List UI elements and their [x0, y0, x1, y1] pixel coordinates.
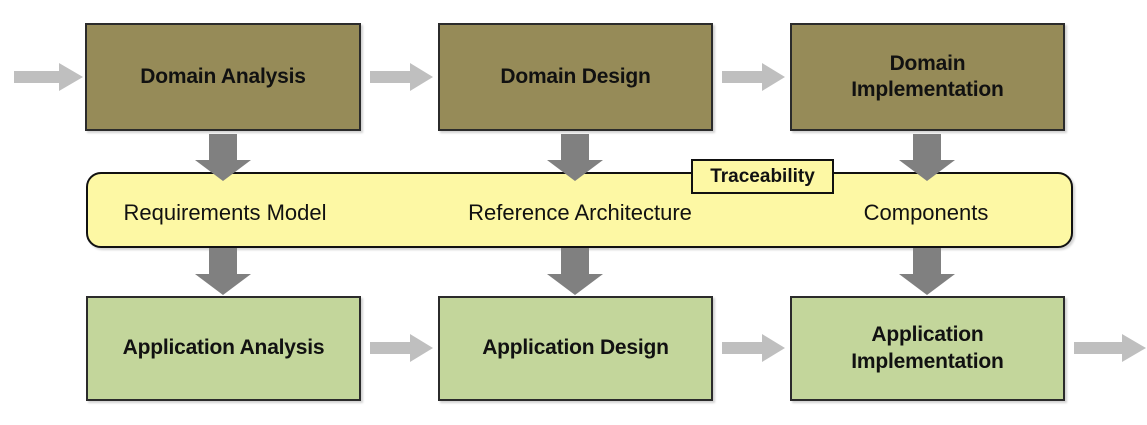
derive-arrow-reference-architecture-to-application-design — [547, 248, 603, 295]
traceability-label: Traceability — [710, 165, 815, 187]
flow-arrow-input-to-domain-analysis — [14, 63, 83, 91]
flow-arrow-application-design-to-application-implementation — [722, 334, 785, 362]
process-box-label: Application Analysis — [122, 336, 325, 360]
derive-arrow-components-to-application-implementation — [899, 248, 955, 295]
derive-arrow-domain-design-to-reference-architecture — [547, 134, 603, 181]
process-box-label: Domain Design — [500, 64, 651, 88]
asset-label-reference-architecture: Reference Architecture — [468, 200, 692, 225]
derive-arrow-requirements-model-to-application-analysis — [195, 248, 251, 295]
process-box-application-design[interactable]: Application Design — [438, 296, 713, 401]
derive-arrow-domain-implementation-to-components — [899, 134, 955, 181]
process-box-domain-analysis[interactable]: Domain Analysis — [85, 23, 361, 131]
flow-arrow-application-analysis-to-application-design — [370, 334, 433, 362]
flow-arrow-domain-analysis-to-domain-design — [370, 63, 433, 91]
flow-arrow-domain-design-to-domain-implementation — [722, 63, 785, 91]
process-box-label: Domain Analysis — [140, 64, 306, 88]
process-box-domain-design[interactable]: Domain Design — [438, 23, 713, 131]
derive-arrow-domain-analysis-to-requirements-model — [195, 134, 251, 181]
core-assets-band: Requirements Model Reference Architectur… — [86, 172, 1073, 248]
asset-label-requirements-model: Requirements Model — [123, 200, 327, 225]
flow-arrow-application-implementation-to-output — [1074, 334, 1146, 362]
process-box-label: Application Design — [482, 336, 669, 360]
asset-label-components: Components — [863, 200, 989, 225]
process-box-application-analysis[interactable]: Application Analysis — [86, 296, 361, 401]
traceability-callout: Traceability — [691, 159, 834, 194]
